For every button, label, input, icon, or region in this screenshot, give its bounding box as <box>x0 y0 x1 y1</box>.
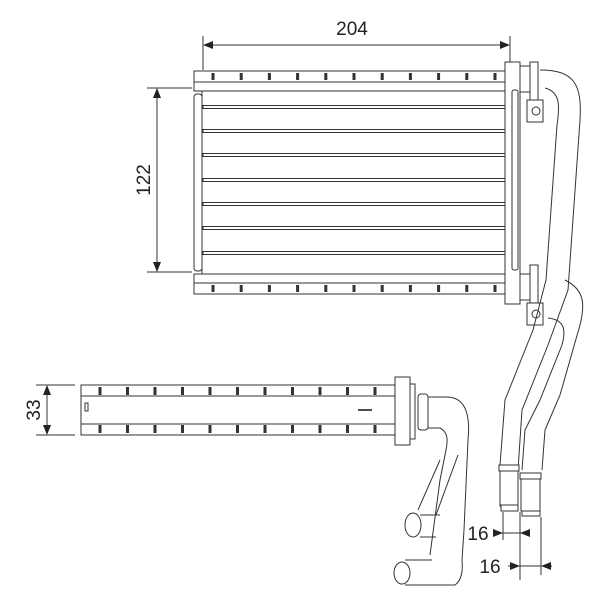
pipes-side-view <box>393 396 470 586</box>
tank-crimp <box>296 73 300 80</box>
tank-crimp <box>263 387 267 395</box>
core-tube <box>202 226 506 230</box>
tank-crimp <box>346 387 349 395</box>
core-tube <box>202 202 506 206</box>
tank-crimp <box>98 425 102 433</box>
tank-crimp <box>236 425 239 433</box>
tank-crimp <box>352 285 356 292</box>
tank-crimp <box>208 387 212 395</box>
tank-crimp <box>267 73 271 80</box>
tank-crimp <box>181 425 184 433</box>
tank-crimp <box>98 387 102 395</box>
dimension-pipe-1: 16 <box>467 512 530 580</box>
dimension-pipe-2: 16 <box>479 517 552 578</box>
tank-crimp <box>181 387 184 395</box>
tank-crimp <box>239 285 243 292</box>
dimension-width: 204 <box>202 19 511 70</box>
dimension-height-label: 122 <box>134 164 155 196</box>
tank-crimp <box>291 387 294 395</box>
tank-crimp <box>236 387 239 395</box>
tank-crimp <box>465 285 469 292</box>
core-tube <box>202 105 506 109</box>
tank-crimp <box>346 425 349 433</box>
tank-crimp <box>380 285 384 292</box>
tank-crimp <box>291 425 294 433</box>
dimension-depth-label: 33 <box>24 399 45 420</box>
tank-crimp <box>318 387 322 395</box>
tank-crimp <box>408 285 412 292</box>
tank-crimp <box>126 425 129 433</box>
tank-crimp <box>296 285 300 292</box>
core-front-view <box>193 61 521 305</box>
tank-crimp <box>211 285 215 292</box>
tank-crimp <box>208 425 212 433</box>
tank-crimp <box>493 73 497 80</box>
tank-crimp <box>373 387 377 395</box>
dimension-pipe-2-label: 16 <box>479 557 500 578</box>
tank-crimp <box>352 73 356 80</box>
tank-crimp <box>373 425 377 433</box>
core-side-view <box>80 376 429 446</box>
tank-crimp <box>267 285 271 292</box>
core-tube <box>202 251 506 255</box>
tank-crimp <box>437 285 441 292</box>
pipe-connector-bottom <box>519 264 544 326</box>
pipes-front-view <box>498 69 584 517</box>
tank-crimp <box>324 285 328 292</box>
tank-crimp <box>324 73 328 80</box>
dimension-width-label: 204 <box>336 19 368 40</box>
tank-crimp <box>239 73 243 80</box>
core-tube <box>202 178 506 182</box>
core-tube <box>202 129 506 133</box>
tank-crimp <box>153 387 157 395</box>
core-tube <box>202 153 506 157</box>
tank-crimp <box>380 73 384 80</box>
dimension-pipe-1-label: 16 <box>467 524 488 545</box>
tank-crimp <box>318 425 322 433</box>
tank-crimp <box>126 387 129 395</box>
tank-crimp <box>493 285 497 292</box>
tank-crimp <box>437 73 441 80</box>
tank-crimp <box>408 73 412 80</box>
tank-crimp <box>211 73 215 80</box>
tank-crimp <box>153 425 157 433</box>
tank-crimp <box>263 425 267 433</box>
dimension-height: 122 <box>134 87 192 273</box>
tank-crimp <box>465 73 469 80</box>
dimension-depth: 33 <box>24 384 75 436</box>
pipe-connector-top <box>519 61 544 123</box>
